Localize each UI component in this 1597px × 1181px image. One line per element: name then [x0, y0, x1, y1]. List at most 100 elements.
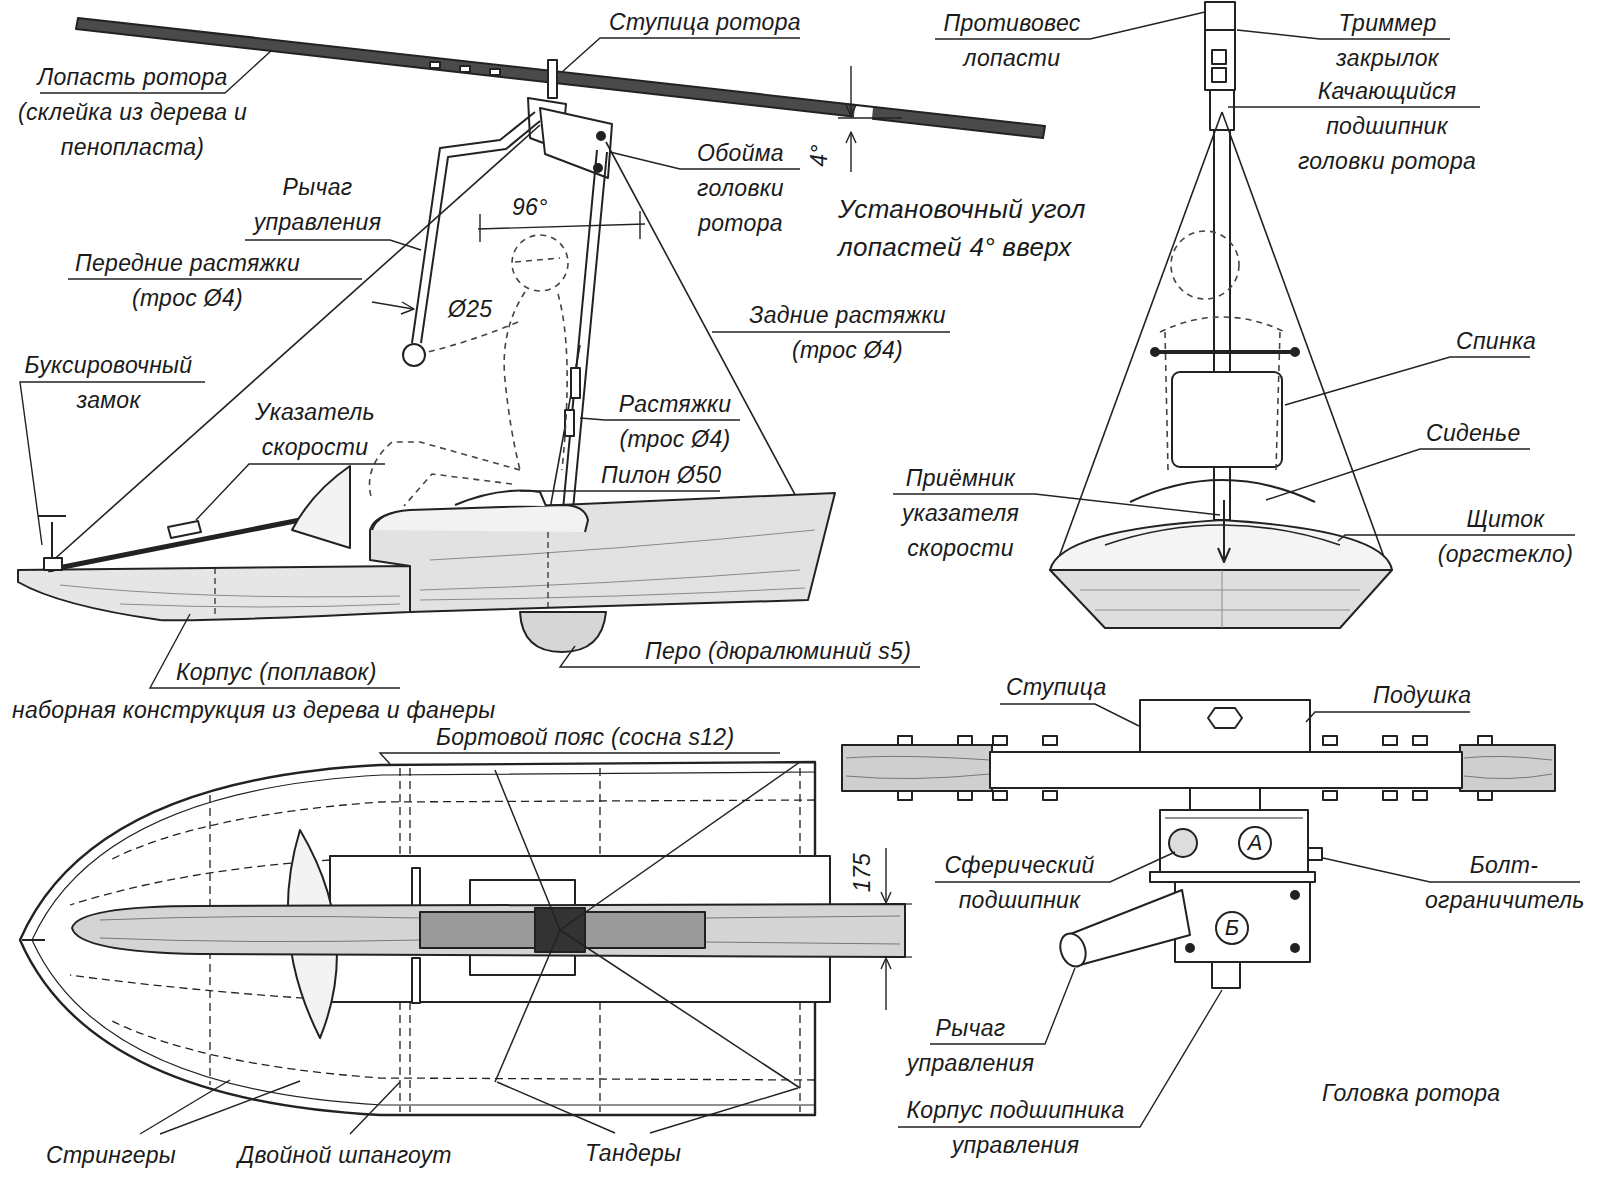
rotor-head-detail	[1043, 791, 1057, 800]
top-view	[885, 848, 886, 902]
rotor-head-detail	[993, 736, 1007, 745]
leader-line	[1285, 357, 1530, 405]
rotor-head-detail	[1413, 791, 1427, 800]
rotor-head-detail	[1464, 756, 1552, 778]
part-label: Обойма головки ротора	[683, 136, 798, 241]
side-view	[838, 117, 902, 118]
rotor-head-detail	[1212, 962, 1240, 988]
part-label: Спинка	[1456, 324, 1536, 359]
rotor-head-detail	[1323, 791, 1337, 800]
rotor-head-detail	[842, 745, 992, 791]
top-view	[110, 800, 815, 860]
rotor-head-detail	[958, 736, 972, 745]
top-view	[880, 956, 912, 957]
side-view	[520, 612, 606, 652]
leader-line	[1266, 449, 1530, 500]
leader-line	[1323, 858, 1580, 882]
top-view	[495, 770, 560, 930]
part-label: Подушка	[1373, 678, 1471, 713]
pilot-outline	[424, 322, 518, 353]
rotor-head-detail	[1478, 736, 1492, 745]
part-label: Сферический подшипник	[942, 848, 1097, 918]
pilot-outline	[515, 258, 560, 262]
side-view	[370, 493, 835, 612]
side-view	[44, 558, 62, 570]
part-label: Указатель скорости	[249, 395, 381, 465]
front-view	[1222, 112, 1388, 568]
part-label: Пилон Ø50	[601, 458, 721, 493]
pilot-outline	[370, 235, 569, 506]
rotor-head-detail	[1383, 791, 1397, 800]
callout-letter: Б	[1225, 917, 1239, 939]
part-label: Противовес лопасти	[937, 6, 1087, 76]
side-view	[479, 214, 480, 242]
leader-line	[380, 753, 780, 764]
rotor-head-detail	[1323, 736, 1337, 745]
part-label: Лопасть ротора (склейка из дерева и пено…	[10, 60, 255, 165]
rotor-head-detail	[1208, 708, 1242, 728]
dimension-label: 175	[845, 853, 880, 892]
side-view	[455, 491, 546, 506]
part-label: Задние растяжки (трос Ø4)	[745, 298, 950, 368]
side-view	[460, 66, 470, 72]
rotor-head-detail	[842, 700, 1555, 988]
side-view	[846, 105, 856, 116]
part-label: Щиток (оргстекло)	[1428, 502, 1583, 572]
leader-line	[580, 418, 740, 420]
part-label: Корпус подшипника управления	[898, 1093, 1133, 1163]
front-view	[1080, 590, 1360, 610]
pilot-outline	[512, 235, 568, 291]
rotor-head-detail	[1165, 818, 1303, 819]
angle-label: 96°	[512, 190, 548, 225]
rotor-head-detail	[898, 736, 912, 745]
leader-line	[68, 278, 362, 279]
part-label: Сиденье	[1426, 416, 1521, 451]
part-label: Стрингеры	[46, 1138, 176, 1173]
leader-line	[245, 240, 421, 250]
pilot-outline	[1160, 231, 1285, 470]
side-view	[565, 410, 574, 436]
front-view	[1205, 29, 1235, 31]
part-label: Тандеры	[585, 1136, 681, 1171]
part-label: Рычаг управления	[245, 170, 390, 240]
part-label: Болт-ограничитель	[1425, 848, 1583, 918]
rotor-head-detail	[1175, 882, 1310, 962]
pilot-outline	[558, 294, 567, 470]
leader-line	[562, 38, 800, 72]
part-label: Растяжки (трос Ø4)	[609, 387, 741, 457]
rotor-head-detail	[1190, 788, 1260, 810]
side-view	[490, 69, 500, 75]
rotor-head-detail	[1460, 745, 1555, 791]
rotor-head-detail	[1160, 810, 1308, 874]
side-view	[18, 566, 410, 620]
leader-line	[1338, 535, 1575, 541]
rotor-head-detail	[1478, 791, 1492, 800]
leader-line	[712, 331, 950, 332]
part-label: Корпус (поплавок)	[176, 655, 377, 690]
front-view	[1218, 548, 1230, 562]
front-view	[1222, 570, 1223, 628]
side-view	[853, 106, 873, 128]
side-view	[850, 66, 851, 115]
part-label: Двойной шпангоут	[238, 1138, 452, 1173]
front-view	[1223, 500, 1225, 560]
circled-letter: Б	[1215, 911, 1249, 945]
pilot-outline	[370, 442, 521, 500]
front-view	[1130, 480, 1315, 502]
top-view	[885, 959, 886, 1010]
part-label: Бортовой пояс (сосна s12)	[436, 720, 734, 755]
part-label: Перо (дюралюминий s5)	[645, 634, 911, 669]
front-view	[1212, 68, 1226, 82]
side-view	[120, 604, 400, 607]
side-view	[850, 133, 851, 172]
view-title: Головка ротора	[1322, 1076, 1500, 1111]
side-view	[430, 530, 815, 560]
part-label: Триммер закрылок	[1325, 6, 1450, 76]
top-view	[495, 930, 560, 1082]
rotor-head-detail	[958, 791, 972, 800]
dimension-label: Ø25	[448, 292, 492, 327]
side-view	[478, 224, 645, 229]
part-label: Ступица	[1006, 670, 1107, 705]
